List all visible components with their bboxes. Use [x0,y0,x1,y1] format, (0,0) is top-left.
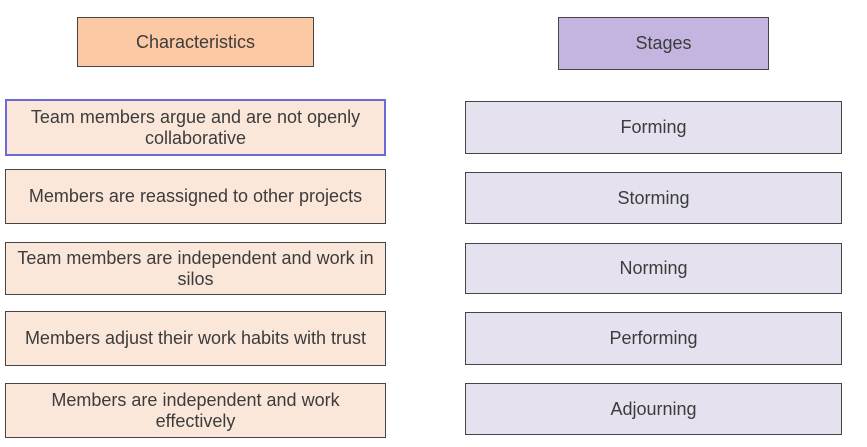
characteristic-card-1[interactable]: Team members argue and are not openly co… [5,99,386,156]
stage-card-performing[interactable]: Performing [465,312,842,365]
characteristic-card-5[interactable]: Members are independent and work effecti… [5,383,386,438]
characteristic-card-3[interactable]: Team members are independent and work in… [5,242,386,295]
characteristics-header-label: Characteristics [135,31,256,52]
stage-card-norming[interactable]: Norming [465,243,842,294]
stage-card-forming[interactable]: Forming [465,101,842,154]
stages-column-header: Stages [558,17,769,70]
stage-card-storming[interactable]: Storming [465,172,842,224]
characteristics-column-header: Characteristics [77,17,314,67]
stages-header-label: Stages [635,33,692,53]
stage-card-adjourning[interactable]: Adjourning [465,383,842,435]
characteristic-card-2[interactable]: Members are reassigned to other projects [5,169,386,224]
characteristic-card-4[interactable]: Members adjust their work habits with tr… [5,311,386,366]
